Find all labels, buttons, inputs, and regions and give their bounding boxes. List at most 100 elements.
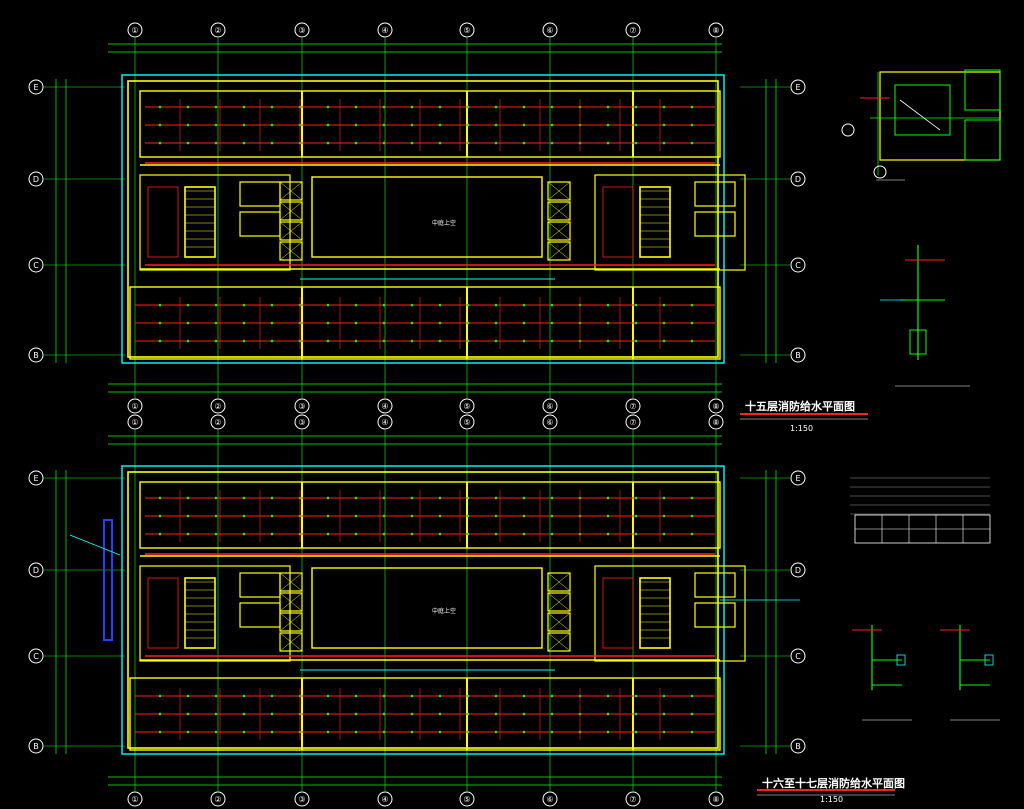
- col-axis-label: ④: [381, 402, 388, 411]
- sprinkler-head: [270, 514, 274, 518]
- sprinkler-head: [690, 712, 694, 716]
- elevator-x: [547, 592, 571, 612]
- north-rooms: [139, 481, 721, 549]
- detail-axis-bubble: [841, 123, 855, 137]
- sprinkler-head: [186, 321, 190, 325]
- sprinkler-head: [438, 123, 442, 127]
- col-axis-label: ⑧: [712, 402, 719, 411]
- plan-top-title: 十五层消防给水平面图: [745, 400, 855, 413]
- sprinkler-head: [242, 514, 246, 518]
- sprinkler-head: [522, 141, 526, 145]
- stair: [184, 186, 216, 258]
- sprinkler-head: [494, 712, 498, 716]
- atrium-label-top: 中庭上空: [432, 220, 457, 227]
- sprinkler-head: [634, 339, 638, 343]
- south-rooms: [129, 677, 721, 751]
- col-axis-label: ⑤: [463, 402, 470, 411]
- sprinkler-head: [214, 141, 218, 145]
- col-axis-label: ⑥: [546, 402, 553, 411]
- sprinkler-head: [270, 321, 274, 325]
- sprinkler-head: [550, 514, 554, 518]
- sprinkler-head: [634, 321, 638, 325]
- sprinkler-head: [382, 321, 386, 325]
- sprinkler-head: [606, 514, 610, 518]
- row-axis-label: E: [33, 474, 38, 483]
- sprinkler-head: [690, 123, 694, 127]
- sprinkler-head: [662, 321, 666, 325]
- col-axis-label: ④: [381, 795, 388, 804]
- col-axis-label: ②: [214, 26, 221, 35]
- sprinkler-head: [606, 694, 610, 698]
- sprinkler-head: [550, 496, 554, 500]
- sprinkler-head: [354, 123, 358, 127]
- sprinkler-head: [186, 141, 190, 145]
- sprinkler-head: [158, 321, 162, 325]
- sprinkler-head: [214, 730, 218, 734]
- elevator-car: [547, 221, 571, 241]
- elevator-car: [279, 592, 303, 612]
- sprinkler-head: [466, 730, 470, 734]
- elevator-x: [279, 181, 303, 201]
- sprinkler-head: [242, 303, 246, 307]
- sprinkler-head: [186, 694, 190, 698]
- plan-bottom-title: 十六至十七层消防给水平面图: [762, 777, 905, 790]
- sprinkler-head: [466, 123, 470, 127]
- elevator-car: [547, 201, 571, 221]
- sprinkler-head: [550, 694, 554, 698]
- row-axis-bubble: [790, 79, 806, 95]
- sprinkler-head: [158, 694, 162, 698]
- row-axis-label: D: [33, 566, 39, 575]
- sprinkler-head: [634, 496, 638, 500]
- sprinkler-head: [326, 496, 330, 500]
- row-axis-bubble: [790, 562, 806, 578]
- sprinkler-head: [662, 105, 666, 109]
- sprinkler-head: [494, 514, 498, 518]
- stair: [639, 577, 671, 649]
- sprinkler-head: [634, 141, 638, 145]
- sprinkler-head: [214, 123, 218, 127]
- elevator-car: [279, 221, 303, 241]
- sprinkler-head: [662, 694, 666, 698]
- sprinkler-head: [466, 496, 470, 500]
- elevator-car: [279, 181, 303, 201]
- sprinkler-head: [270, 496, 274, 500]
- sprinkler-head: [382, 105, 386, 109]
- sprinkler-head: [158, 496, 162, 500]
- sprinkler-head: [466, 532, 470, 536]
- sprinkler-head: [606, 730, 610, 734]
- sprinkler-head: [410, 105, 414, 109]
- sprinkler-head: [410, 694, 414, 698]
- atrium-void: [311, 567, 543, 649]
- sprinkler-head: [186, 496, 190, 500]
- row-axis-label: E: [795, 474, 800, 483]
- sprinkler-head: [662, 730, 666, 734]
- col-axis-bubble: [708, 398, 724, 414]
- elevator-car: [279, 241, 303, 261]
- sprinkler-head: [438, 303, 442, 307]
- elevator-x: [279, 592, 303, 612]
- sprinkler-head: [438, 339, 442, 343]
- north-rooms: [139, 90, 721, 158]
- col-axis-bubble: [625, 22, 641, 38]
- row-axis-bubble: [28, 562, 44, 578]
- col-axis-label: ⑧: [712, 795, 719, 804]
- sprinkler-head: [158, 730, 162, 734]
- sprinkler-head: [550, 532, 554, 536]
- sprinkler-head: [214, 514, 218, 518]
- col-axis-label: ④: [381, 418, 388, 427]
- stair: [639, 186, 671, 258]
- sprinkler-head: [354, 694, 358, 698]
- sprinkler-head: [466, 339, 470, 343]
- sprinkler-head: [270, 532, 274, 536]
- elevator-car: [279, 632, 303, 652]
- row-axis-label: C: [795, 652, 801, 661]
- col-axis-bubble: [377, 791, 393, 807]
- col-axis-bubble: [294, 22, 310, 38]
- col-axis-bubble: [542, 22, 558, 38]
- sprinkler-head: [242, 339, 246, 343]
- col-axis-bubble: [708, 22, 724, 38]
- elevator-x: [279, 221, 303, 241]
- col-axis-label: ⑥: [546, 418, 553, 427]
- row-axis-bubble: [28, 738, 44, 754]
- col-axis-bubble: [210, 791, 226, 807]
